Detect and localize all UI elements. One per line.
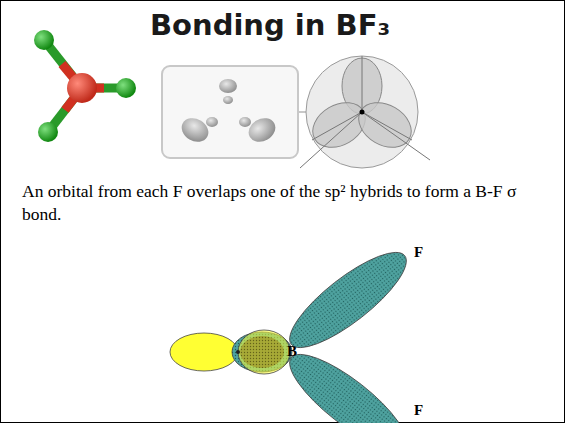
body-text: An orbital from each F overlaps one of t…: [22, 180, 542, 226]
atom-label: B: [287, 343, 297, 360]
atom-label: F: [414, 402, 423, 419]
atom-label: F: [414, 244, 423, 261]
slide-title: Bonding in BF₃: [150, 8, 390, 42]
orbital-panel: [162, 66, 310, 158]
sp2-hybrid-orbitals: [300, 56, 430, 168]
molecule-model: [34, 30, 136, 142]
bond-orbital-drawing: [170, 238, 418, 423]
